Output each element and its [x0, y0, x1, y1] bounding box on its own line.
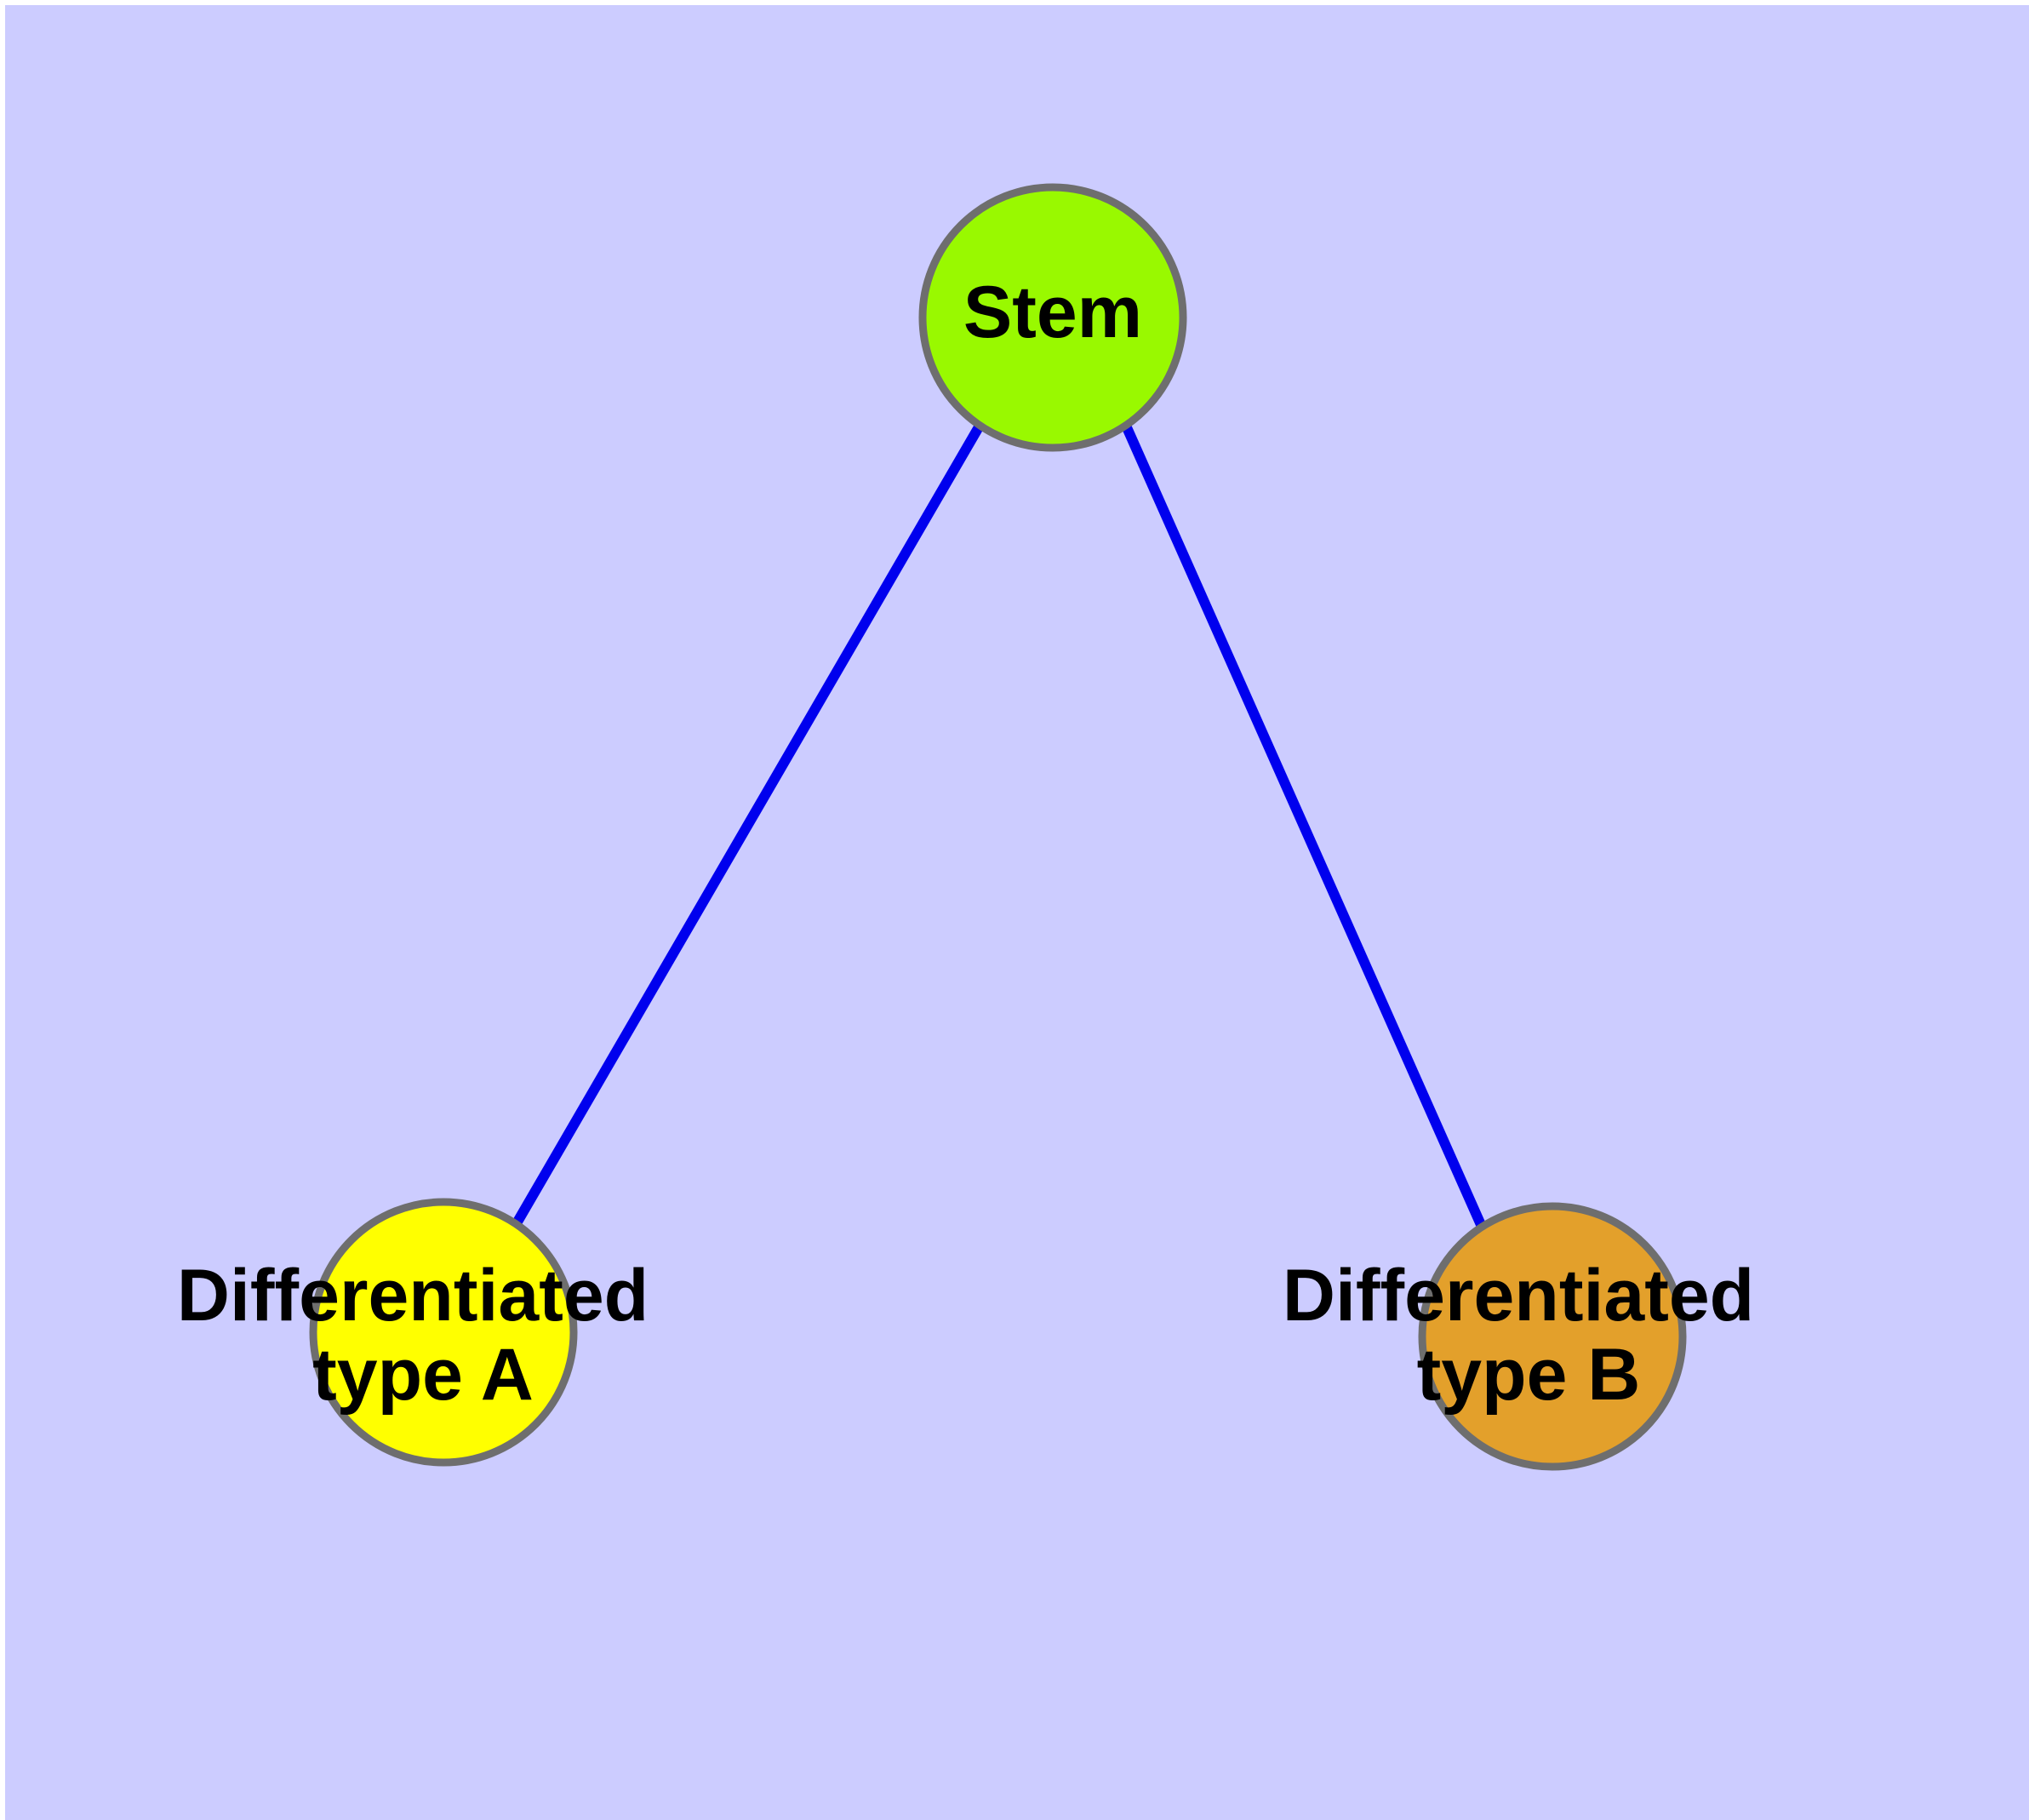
edges-group — [512, 422, 1487, 1229]
nodes-group: Stem Differentiated type A Differentiate… — [177, 183, 1775, 1471]
diff-b-node-circle[interactable] — [1418, 1202, 1687, 1471]
node-stem[interactable]: Stem — [918, 183, 1187, 452]
diff-b-node-label: Differentiated type B — [1283, 1255, 1775, 1416]
stem-node-circle[interactable] — [918, 183, 1187, 452]
edge-stem-to-diff-b[interactable] — [1121, 423, 1487, 1229]
diff-a-node-circle[interactable] — [309, 1198, 578, 1467]
diff-a-node-label-line-2: type A — [312, 1334, 534, 1416]
stem-node-label: Stem — [963, 272, 1142, 353]
diff-b-node-label-line-2: type B — [1417, 1334, 1641, 1416]
diff-b-node-label-line-1: Differentiated — [1283, 1255, 1754, 1336]
diff-a-node-label-line-1: Differentiated — [177, 1255, 649, 1336]
node-differentiated-type-b[interactable]: Differentiated type B — [1283, 1202, 1775, 1471]
diff-a-node-label: Differentiated type A — [177, 1255, 669, 1416]
edge-stem-to-diff-a[interactable] — [512, 422, 985, 1227]
node-differentiated-type-a[interactable]: Differentiated type A — [177, 1198, 669, 1467]
stem-node-label-line-1: Stem — [963, 272, 1142, 353]
